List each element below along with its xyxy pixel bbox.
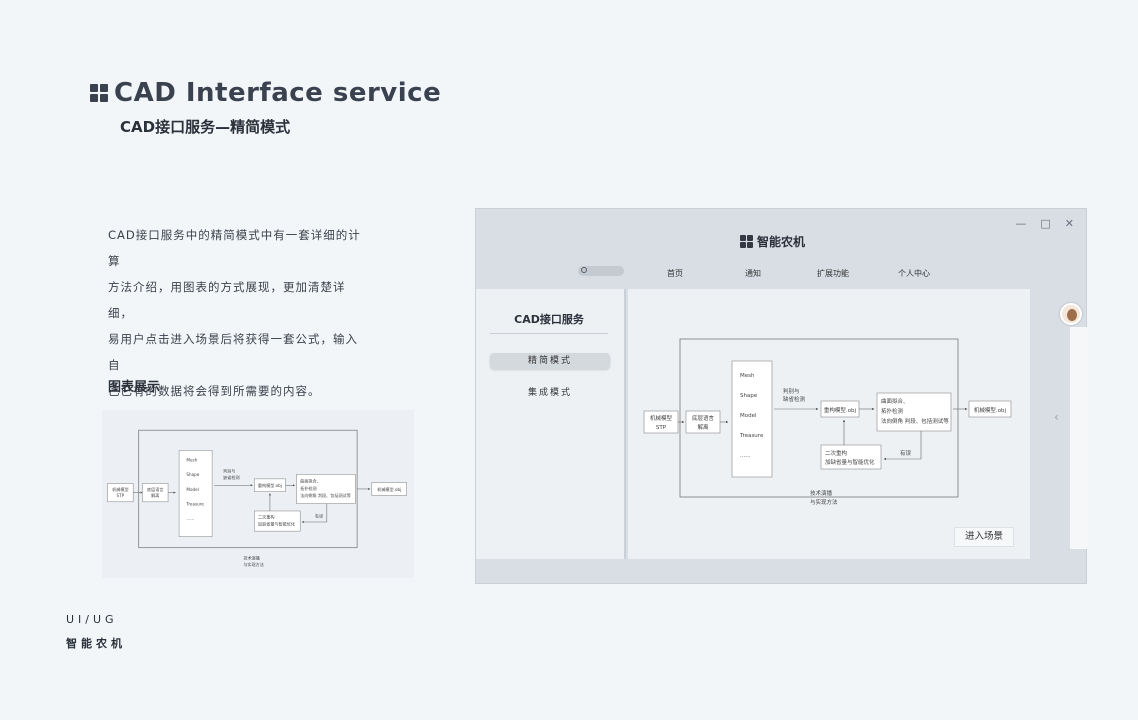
thumb-stack-0: Mesh	[186, 457, 197, 462]
footer-line-1: UI/UG	[66, 613, 118, 626]
preprocess-line2: 解离	[697, 423, 709, 431]
diagram-panel: 机械模型 STP 底层语言 解离 Mesh Shape Model Treasu…	[628, 289, 1030, 559]
input-line2: STP	[656, 425, 667, 431]
page-header: CAD Interface service CAD接口服务—精简模式	[90, 78, 441, 137]
nav-item-notifications[interactable]: 通知	[745, 269, 761, 278]
thumb-judge-1: 判别与	[223, 467, 235, 473]
judge-line1: 判别与	[783, 387, 800, 395]
flow-diagram: 机械模型 STP 底层语言 解离 Mesh Shape Model Treasu…	[643, 338, 1012, 506]
fit-line1: 曲面拟合、	[881, 397, 909, 405]
thumb-error: 有误	[315, 512, 323, 518]
nav-item-profile[interactable]: 个人中心	[898, 269, 930, 278]
thumb-pre-line2: 解离	[151, 492, 159, 498]
stack-item-ellipsis: ......	[740, 453, 751, 459]
thumb-caption-2: 与实现方法	[243, 561, 264, 567]
thumb-stack-2: Model	[186, 487, 198, 492]
thumb-secondary-2: 加缺省量与智能优化	[258, 521, 295, 527]
description-line: 方法介绍，用图表的方式展现，更加清楚详细，	[108, 280, 346, 320]
stack-item-mesh: Mesh	[740, 373, 755, 379]
close-icon[interactable]: ✕	[1064, 217, 1074, 230]
judge-line2: 缺省检测	[783, 395, 806, 403]
thumb-caption-1: 技术演播	[243, 555, 259, 561]
thumb-pre-line1: 底层语言	[147, 486, 163, 492]
secondary-line1: 二次重构	[825, 449, 848, 457]
description-line: 己已有的数据将会得到所需要的内容。	[108, 384, 321, 398]
sidebar: CAD接口服务 精简模式 集成模式	[476, 289, 626, 559]
output-model: 机械模型.obj	[974, 406, 1007, 414]
thumb-stack-4: ......	[186, 516, 194, 521]
thumb-fit-3: 法向倒角 判段、包括测试等	[300, 492, 351, 498]
thumb-fit-2: 拓扑检测	[300, 485, 316, 491]
preprocess-line1: 底层语言	[692, 414, 715, 422]
avatar[interactable]	[1060, 303, 1082, 325]
nav-item-extensions[interactable]: 扩展功能	[817, 269, 849, 278]
secondary-line2: 加缺省量与智能优化	[825, 458, 875, 466]
logo-grid-icon	[90, 84, 108, 102]
search-icon	[581, 267, 587, 273]
fit-line3: 法向倒角 判段、包括测试等	[881, 417, 949, 425]
thumb-stack-1: Shape	[186, 472, 199, 477]
thumb-stack-3: Treasure	[185, 501, 204, 506]
input-line1: 机械模型	[650, 414, 673, 422]
page-subtitle: CAD接口服务—精简模式	[120, 118, 291, 136]
app-window: — □ ✕ 智能农机 首页 通知 扩展功能 个人中心 CAD接口服务 精简模式 …	[475, 208, 1088, 584]
caption-line2: 与实现方法	[810, 498, 838, 506]
stack-item-model: Model	[740, 413, 757, 419]
logo-grid-icon	[740, 235, 753, 248]
section-label: 图表展示	[108, 380, 161, 395]
diagram-thumbnail-svg: 机械模型 STP 底层语言 解离 Mesh Shape Model Treasu…	[107, 429, 407, 567]
window-controls: — □ ✕	[1015, 217, 1074, 230]
thumb-rebuild: 重构模型.obj	[258, 482, 282, 488]
thumb-input-line2: STP	[117, 493, 125, 498]
app-brand: 智能农机	[740, 233, 805, 250]
description: CAD接口服务中的精简模式中有一套详细的计算 方法介绍，用图表的方式展现，更加清…	[108, 222, 370, 404]
sidebar-item-integrated-mode[interactable]: 集成模式	[527, 388, 572, 398]
brand-name: 智能农机	[757, 235, 806, 249]
thumb-fit-1: 曲面拟合、	[300, 478, 321, 484]
footer-line-2: 智能农机	[66, 637, 126, 650]
enter-scene-button[interactable]: 进入场景	[954, 527, 1014, 547]
description-line: CAD接口服务中的精简模式中有一套详细的计算	[108, 228, 361, 268]
error-label: 有误	[900, 449, 912, 457]
nav-item-home[interactable]: 首页	[667, 269, 683, 278]
minimize-icon[interactable]: —	[1015, 217, 1027, 230]
chevron-left-icon[interactable]: ‹	[1054, 410, 1059, 424]
caption-line1: 技术演播	[810, 489, 833, 497]
stack-item-shape: Shape	[740, 393, 758, 399]
description-line: 易用户点击进入场景后将获得一套公式，输入自	[108, 332, 358, 372]
diagram-thumbnail: 机械模型 STP 底层语言 解离 Mesh Shape Model Treasu…	[102, 410, 414, 578]
rebuild-model: 重构模型.obj	[824, 406, 857, 414]
sidebar-item-simplified-mode[interactable]: 精简模式	[490, 353, 610, 369]
thumb-judge-2: 缺省检测	[223, 474, 239, 480]
right-panel-strip	[1070, 327, 1088, 549]
search-input[interactable]	[578, 266, 624, 276]
page-title: CAD Interface service	[114, 78, 442, 108]
stack-item-treasure: Treasure	[739, 433, 764, 439]
thumb-input-line1: 机械模型	[112, 486, 128, 492]
maximize-icon[interactable]: □	[1040, 217, 1051, 230]
sidebar-title: CAD接口服务	[490, 311, 608, 334]
thumb-secondary-1: 二次重构	[258, 513, 274, 519]
thumb-output: 机械模型.obj	[377, 486, 401, 492]
footer: UI/UG 智能农机	[66, 608, 126, 656]
fit-line2: 拓扑检测	[881, 407, 904, 415]
